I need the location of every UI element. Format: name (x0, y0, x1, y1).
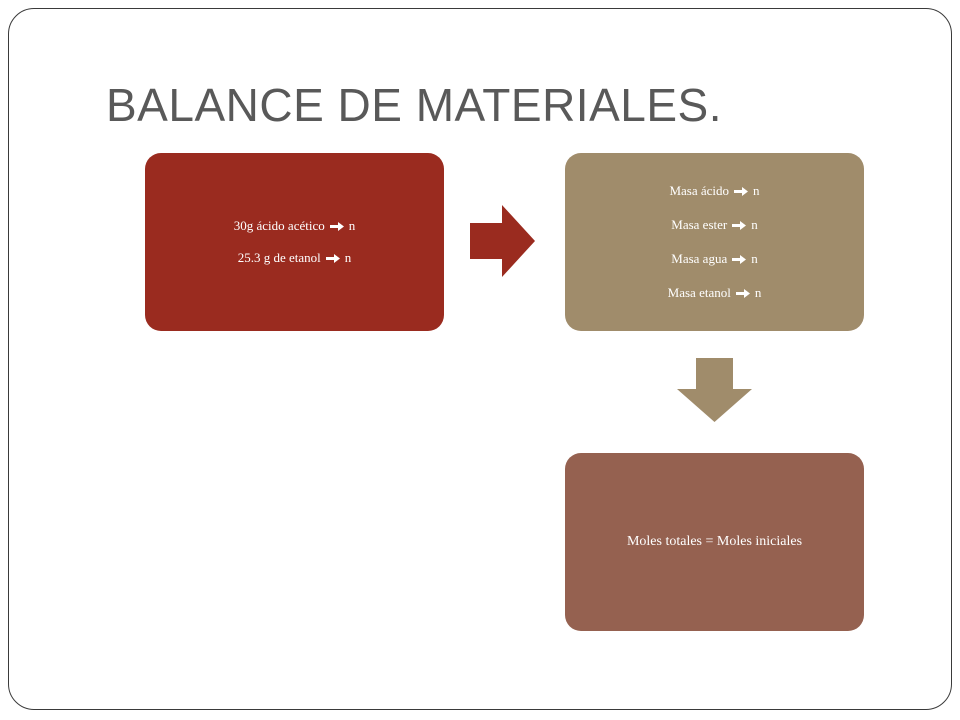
masses-box: Masa ácido n Masa ester n Masa agua n Ma… (565, 153, 864, 331)
mass-label: Masa ester (671, 217, 728, 232)
reactant-line-acetic-acid: 30g ácido acético n (234, 218, 355, 234)
mass-line-ethanol: Masa etanol n (668, 285, 762, 301)
arrow-target-label: n (344, 250, 352, 265)
moles-balance-box: Moles totales = Moles iniciales (565, 453, 864, 631)
mass-line-water: Masa agua n (671, 251, 757, 267)
mass-label: Masa etanol (667, 285, 731, 300)
mass-label: Masa ácido (669, 183, 730, 198)
reactants-box: 30g ácido acético n 25.3 g de etanol n (145, 153, 444, 331)
right-arrow-icon (329, 221, 344, 231)
reactant-label: 25.3 g de etanol (237, 250, 321, 265)
moles-balance-text: Moles totales = Moles iniciales (626, 534, 803, 549)
arrow-target-label: n (754, 285, 762, 300)
slide-title: BALANCE DE MATERIALES. (106, 79, 722, 131)
flow-arrow-right-icon (470, 205, 535, 277)
arrow-target-label: n (751, 217, 758, 232)
reactant-label: 30g ácido acético (233, 218, 325, 233)
right-arrow-icon (732, 220, 747, 230)
right-arrow-icon (732, 254, 747, 264)
reactant-line-ethanol: 25.3 g de etanol n (238, 250, 352, 266)
right-arrow-icon (734, 186, 749, 196)
arrow-target-label: n (348, 218, 356, 233)
mass-line-acid: Masa ácido n (669, 183, 759, 199)
mass-line-ester: Masa ester n (671, 217, 757, 233)
right-arrow-icon (325, 253, 340, 263)
flow-arrow-down-icon (677, 358, 752, 422)
arrow-target-label: n (753, 183, 760, 198)
mass-label: Masa agua (671, 251, 728, 266)
right-arrow-icon (735, 288, 750, 298)
arrow-target-label: n (751, 251, 758, 266)
